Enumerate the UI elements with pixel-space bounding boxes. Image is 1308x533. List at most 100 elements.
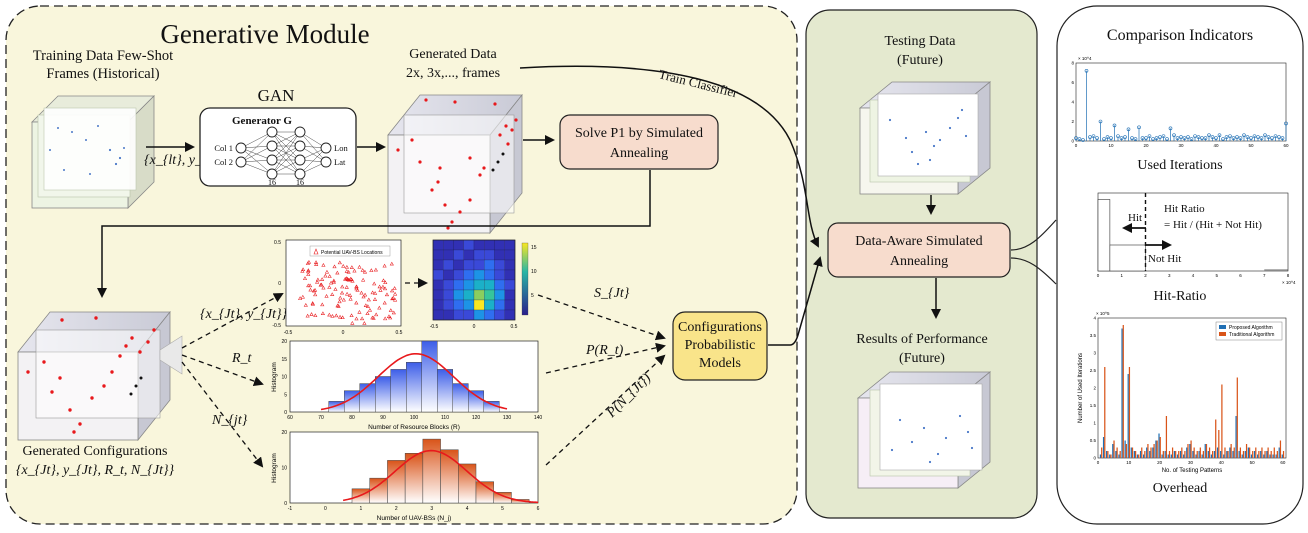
heatmap-cell (494, 259, 505, 271)
overhead-xtick: 50 (1250, 460, 1256, 465)
scatter-xtick-right: 0.5 (396, 330, 403, 336)
scatter-point (306, 268, 311, 272)
testing-data-title-2: (Future) (897, 53, 943, 68)
used-stem-marker (1077, 137, 1082, 141)
heatmap-cell (432, 249, 444, 261)
used-stem-marker (1249, 136, 1253, 140)
scatter-point (349, 265, 354, 269)
hist-xtick: -1 (288, 506, 293, 512)
hit-xtick: 8 (1287, 273, 1290, 278)
heatmap-xtick-mid: 0 (473, 324, 476, 330)
scatter-point (340, 315, 345, 320)
dasa-line2: Annealing (890, 254, 948, 269)
hit-xtick: 0 (1097, 273, 1100, 278)
scatter-point (369, 268, 374, 272)
heatmap-cell (473, 239, 485, 251)
overhead-xtick: 20 (1157, 460, 1163, 465)
used-stem-marker (1119, 136, 1124, 140)
used-xtick: 0 (1075, 143, 1078, 148)
scatter-point (363, 303, 368, 307)
overhead-xtick: 10 (1126, 460, 1132, 465)
heatmap-cell (443, 279, 454, 291)
overhead-xtick: 30 (1188, 460, 1194, 465)
overhead-bar-proposed (1158, 433, 1160, 458)
scatter-point (362, 269, 368, 274)
train-classifier-arrow (519, 65, 819, 248)
hist-bar (390, 369, 407, 413)
used-stem-marker (1235, 135, 1239, 139)
overhead-bar-traditional (1181, 447, 1183, 458)
prob-line3: Models (699, 356, 741, 371)
used-xtick: 30 (1178, 143, 1184, 148)
scatter-point (327, 312, 332, 317)
scatter-point (350, 320, 355, 325)
heatmap-cell (484, 279, 495, 291)
scatter-xtick-mid: 0 (342, 330, 345, 336)
hist-rb-normal-fit (320, 353, 508, 411)
scatter-point (314, 262, 319, 266)
used-stem-marker (1116, 134, 1120, 138)
overhead-bar-proposed (1192, 451, 1194, 458)
overhead-bar-traditional (1101, 447, 1103, 458)
overhead-bar-traditional (1165, 416, 1168, 458)
scatter-point (336, 304, 341, 308)
heatmap-cell (484, 309, 495, 321)
used-stem-marker (1161, 134, 1166, 138)
scatter-point (306, 260, 312, 264)
training-data-title-2: Frames (Historical) (46, 66, 159, 82)
overhead-bar-proposed (1149, 451, 1151, 458)
scatter-point (320, 311, 325, 315)
overhead-bar-proposed (1155, 440, 1157, 458)
hist-xtick: 6 (537, 506, 540, 512)
scatter-point (331, 280, 336, 284)
used-stem-marker (1140, 136, 1145, 140)
overhead-bar-traditional (1242, 451, 1245, 458)
scatter-point (330, 314, 335, 318)
overhead-bar-proposed (1167, 454, 1169, 458)
scatter-point (308, 287, 313, 292)
gan-input-col1: Col 1 (214, 143, 233, 153)
scatter-point (392, 286, 397, 290)
overhead-bar-traditional (1190, 440, 1192, 458)
used-stem-marker (1081, 138, 1085, 142)
scatter-point (315, 280, 320, 284)
hist-bar (468, 390, 484, 413)
branch-xy (181, 293, 284, 349)
scatter-point (390, 296, 395, 301)
scatter-point (298, 296, 303, 300)
generated-data-title-2: 2x, 3x,..., frames (406, 66, 500, 81)
scatter-point (348, 276, 353, 281)
scatter-point (333, 287, 338, 291)
not-hit-text: Not Hit (1148, 253, 1181, 265)
overhead-bar-proposed (1281, 454, 1283, 458)
gan-output-lon: Lon (334, 143, 348, 153)
scatter-ytick-top: 0.5 (274, 240, 281, 246)
heatmap-cell (463, 249, 475, 261)
used-stem-marker (1259, 136, 1264, 140)
overhead-bar-proposed (1207, 451, 1209, 458)
overhead-bar-traditional (1245, 444, 1248, 458)
hist-ytick: 0 (284, 410, 287, 416)
hist-xtick: 110 (441, 415, 449, 421)
overhead-ytick: 0.5 (1090, 438, 1097, 443)
heatmap-cell (494, 299, 505, 311)
used-stem-marker (1154, 136, 1159, 140)
scatter-point (337, 260, 342, 265)
scatter-point (334, 313, 339, 318)
overhead-bar-traditional (1193, 447, 1195, 458)
used-stem-marker (1137, 125, 1141, 130)
heatmap-cell (484, 239, 495, 251)
heatmap-cell (494, 239, 505, 251)
scatter-xtick-left: -0.5 (284, 330, 293, 336)
overhead-bar-proposed (1183, 454, 1185, 458)
heatmap-cell (484, 269, 495, 281)
scatter-point (354, 284, 359, 289)
scatter-point (323, 273, 328, 278)
scatter-point (349, 313, 354, 318)
scatter-point (365, 304, 370, 308)
heatmap-cell (473, 269, 485, 281)
hist-xtick: 1 (359, 506, 362, 512)
scatter-point (337, 314, 343, 319)
